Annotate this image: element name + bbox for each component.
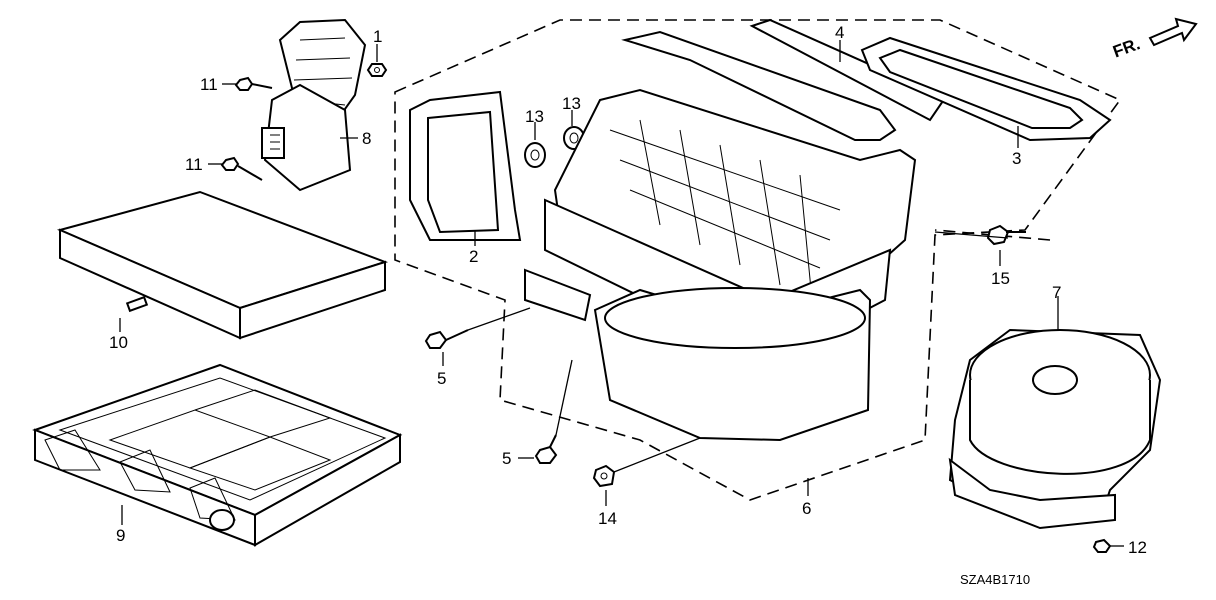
part-6-blower-housing — [524, 30, 917, 442]
part-2-seal — [409, 90, 522, 246]
part-13-grommet-left — [524, 122, 546, 168]
part-11-screw-upper — [222, 76, 273, 91]
part-8-actuator — [261, 18, 367, 192]
callout-13-left: 13 — [525, 107, 544, 126]
callout-6: 6 — [802, 499, 811, 518]
part-1-nut — [366, 44, 388, 77]
part-14-nut — [592, 464, 616, 506]
front-direction-arrow: FR. — [1110, 17, 1198, 61]
diagram-code: SZA4B1710 — [960, 572, 1030, 587]
callout-2: 2 — [469, 247, 478, 266]
leader-lines — [467, 231, 1009, 473]
callout-7: 7 — [1052, 283, 1061, 302]
part-5-bolt-upper — [424, 329, 469, 366]
callout-10: 10 — [109, 333, 128, 352]
part-12-screw — [1092, 538, 1124, 553]
part-7-blower-motor — [948, 296, 1162, 530]
callout-5-lower: 5 — [502, 449, 511, 468]
part-10-filter — [56, 190, 389, 340]
callout-4: 4 — [835, 23, 844, 42]
callout-5-upper: 5 — [437, 369, 446, 388]
part-15-bolt — [986, 224, 1026, 266]
part-11-screw-lower — [208, 156, 263, 181]
callout-15: 15 — [991, 269, 1010, 288]
arrow-icon — [1148, 17, 1198, 47]
callout-8: 8 — [362, 129, 371, 148]
part-5-bolt-lower — [518, 434, 558, 464]
callout-11-upper: 11 — [200, 75, 218, 94]
callout-12: 12 — [1128, 538, 1147, 557]
callout-9: 9 — [116, 526, 125, 545]
callout-14: 14 — [598, 509, 617, 528]
callout-3: 3 — [1012, 149, 1021, 168]
part-3-gasket — [860, 36, 1112, 148]
part-9-filter-frame — [32, 363, 403, 547]
callout-11-lower: 11 — [185, 155, 203, 174]
callout-13-right: 13 — [562, 94, 581, 113]
front-direction-label: FR. — [1110, 34, 1142, 61]
callout-1: 1 — [373, 27, 382, 46]
